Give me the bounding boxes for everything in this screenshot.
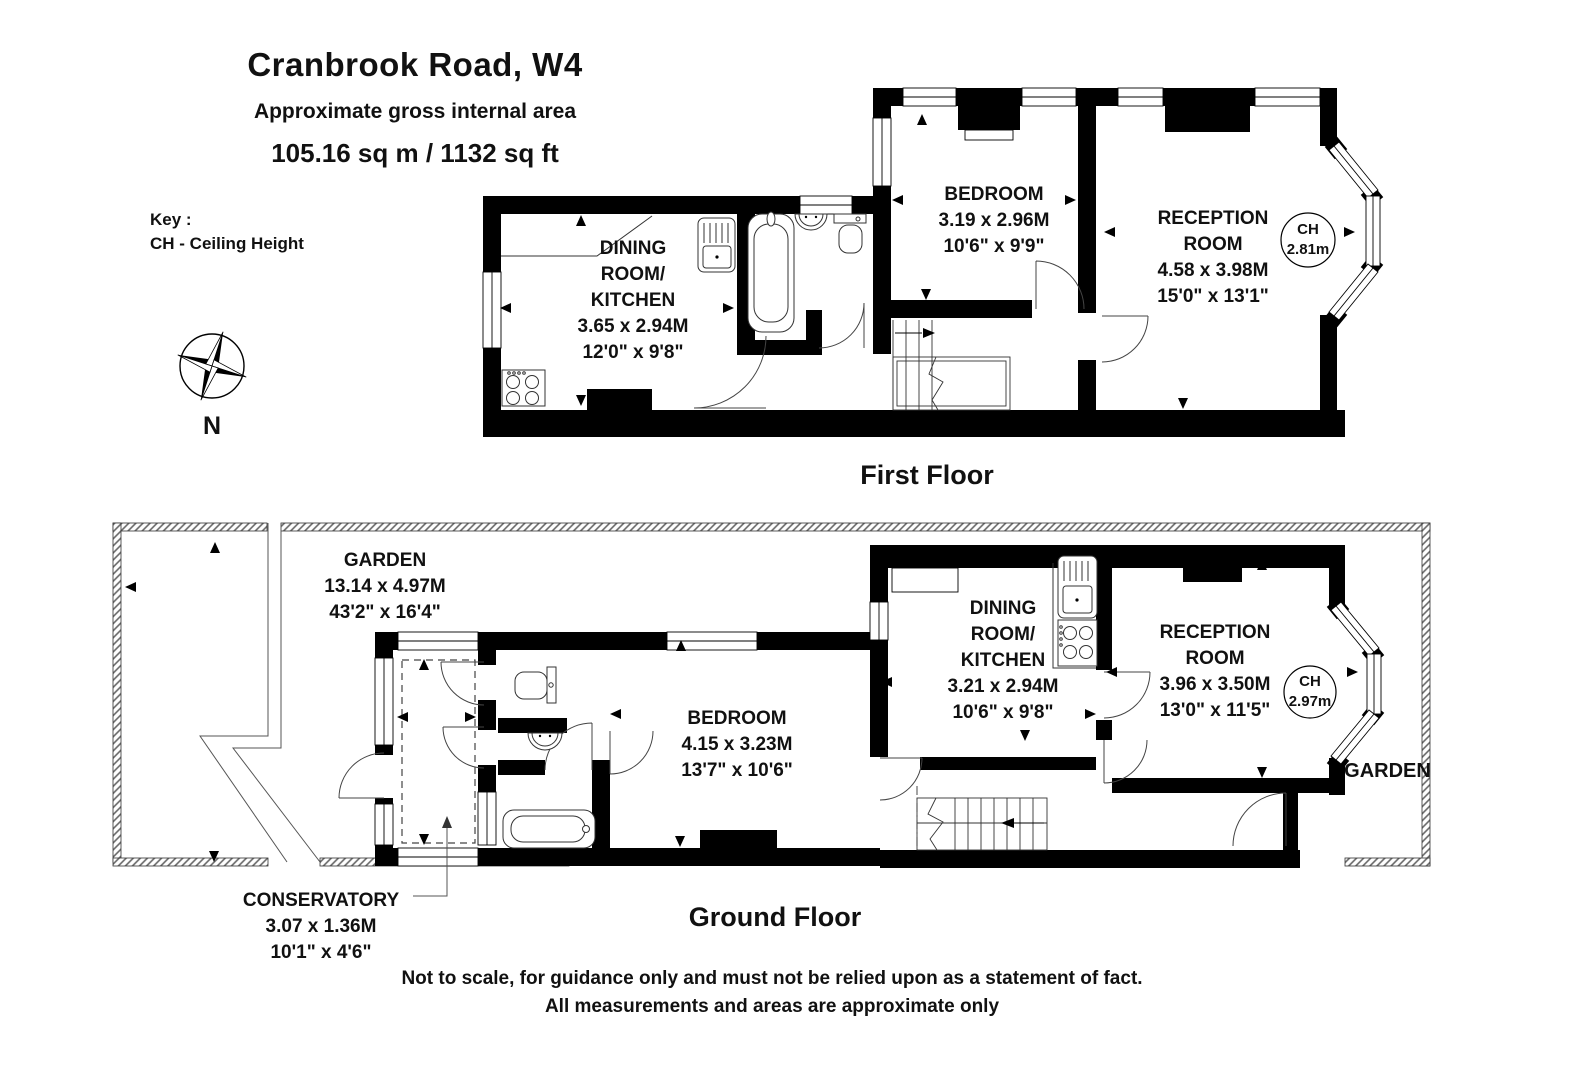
bathtub-icon: [747, 211, 795, 333]
measurement-arrows: [125, 107, 1358, 862]
kitchen-counter-icon: [1052, 563, 1096, 669]
stove-icon: [1057, 619, 1098, 667]
first-floor-windows: [482, 87, 1381, 349]
compass-icon: [177, 331, 247, 401]
disclaimer-line-2: All measurements and areas are approxima…: [544, 996, 1000, 1017]
washbasin-icon: [527, 732, 563, 751]
key-ceiling-height: CH - Ceiling Height: [150, 234, 304, 253]
toilet-icon: [514, 666, 557, 704]
washbasin-icon: [794, 213, 828, 231]
conservatory-outline: [401, 659, 476, 844]
room-label-ff-dining-kitchen: DINING ROOM/ KITCHEN 3.65 x 2.94M 12'0" …: [577, 238, 689, 363]
room-label-gf-dining-kitchen: DINING ROOM/ KITCHEN 3.21 x 2.94M 10'6" …: [947, 598, 1059, 723]
disclaimer-line-1: Not to scale, for guidance only and must…: [401, 968, 1143, 989]
first-floor-fixtures: [501, 211, 867, 407]
garden-rear-label: GARDEN: [1344, 760, 1431, 782]
compass-north-label: N: [202, 412, 222, 440]
kitchen-sink-icon: [697, 217, 736, 273]
key-title: Key :: [150, 210, 192, 229]
first-floor-label: First Floor: [860, 460, 994, 490]
ceiling-height-circle-ff: [1280, 212, 1336, 268]
stairs-first-floor: [892, 320, 1011, 411]
room-label-gf-garden: GARDEN 13.14 x 4.97M 43'2" x 16'4": [324, 550, 446, 623]
first-floor-walls: [483, 88, 1384, 437]
bathtub-icon: [502, 809, 596, 849]
ground-floor-doors: [338, 661, 1287, 847]
toilet-icon: [833, 213, 867, 254]
conservatory-leader-line: [413, 816, 452, 897]
kitchen-sink-icon: [1057, 555, 1098, 619]
gross-internal-area: 105.16 sq m / 1132 sq ft: [271, 138, 559, 168]
room-label-gf-conservatory: CONSERVATORY 3.07 x 1.36M 10'1" x 4'6": [242, 890, 400, 963]
ground-floor-label: Ground Floor: [688, 902, 862, 932]
garden-break-line: [199, 523, 321, 863]
room-label-ff-bedroom: BEDROOM 3.19 x 2.96M 10'6" x 9'9": [938, 184, 1050, 257]
ground-floor-walls: [375, 545, 1385, 868]
ceiling-height-circle-gf: [1283, 665, 1337, 719]
room-label-gf-reception: RECEPTION ROOM 3.96 x 3.50M 13'0" x 11'5…: [1159, 622, 1271, 721]
page-subtitle: Approximate gross internal area: [253, 100, 577, 123]
room-label-ff-reception: RECEPTION ROOM 4.58 x 3.98M 15'0" x 13'1…: [1157, 208, 1269, 307]
ceiling-height-ff: CH 2.81m: [1286, 221, 1330, 258]
ground-floor-fixtures: [502, 555, 1098, 849]
ceiling-height-gf: CH 2.97m: [1288, 673, 1332, 710]
room-label-gf-bedroom: BEDROOM 4.15 x 3.23M 13'7" x 10'6": [681, 708, 793, 781]
page-title: Cranbrook Road, W4: [247, 46, 583, 83]
kitchen-counter-icon: [501, 215, 653, 257]
stairs-ground-floor: [916, 786, 1048, 851]
first-floor-doors: [693, 260, 1149, 409]
stove-icon: [501, 369, 546, 407]
ground-floor-windows: [374, 567, 1382, 867]
